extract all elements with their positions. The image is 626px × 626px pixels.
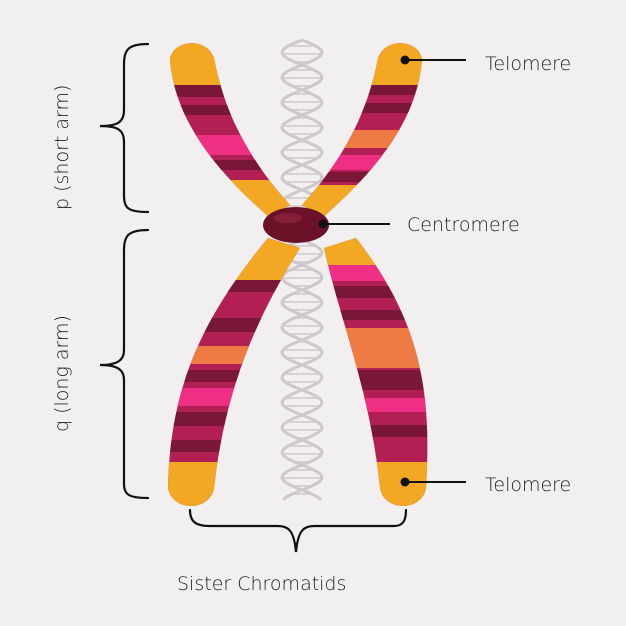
label-p-arm: p (short arm) (51, 85, 73, 210)
chromatid-arm-top-left (170, 43, 290, 219)
leader-lines (323, 59, 466, 483)
brace-p-arm (99, 42, 150, 214)
label-telomere-bottom: Telomere (485, 474, 571, 496)
telomere-bottom-dot (400, 477, 410, 487)
label-q-arm: q (long arm) (51, 315, 73, 432)
dna-helix (280, 38, 324, 502)
chromatid-arm-bottom-right (324, 238, 428, 506)
telomere-top-dot (400, 55, 410, 65)
centromere-highlight (274, 213, 302, 223)
label-sister-chromatids: Sister Chromatids (177, 573, 346, 595)
centromere-dot (318, 219, 328, 229)
brace-q-arm (99, 228, 150, 500)
brace-sister-chromatids (188, 508, 408, 553)
label-telomere-top: Telomere (485, 53, 571, 75)
label-centromere: Centromere (407, 214, 520, 236)
